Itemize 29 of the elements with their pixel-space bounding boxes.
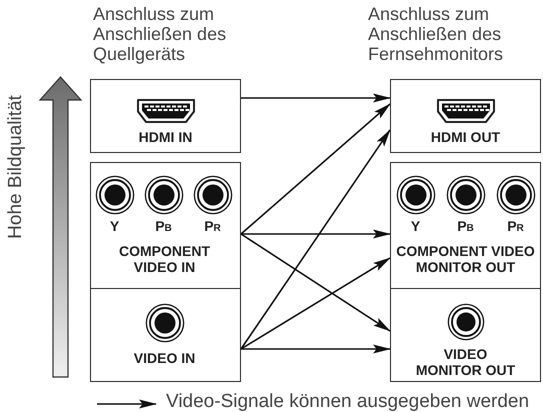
arrow — [241, 344, 391, 354]
connector-label: COMPONENT VIDEO IN — [118, 242, 211, 274]
column-heading: Anschluss zum Anschließen des Fernsehmonitors — [368, 4, 504, 64]
connector-label: VIDEO IN — [132, 350, 196, 366]
arrow — [240, 233, 391, 332]
connector-panel — [90, 162, 241, 289]
port-label: Y — [410, 218, 422, 234]
arrow — [240, 257, 391, 350]
connector-label: VIDEO MONITOR OUT — [414, 346, 516, 378]
arrow — [241, 94, 391, 102]
port-label: P$_{B}$ — [456, 218, 475, 236]
connector-panel — [390, 288, 541, 382]
connector-panel — [390, 79, 541, 153]
connector-panel — [90, 79, 241, 153]
port-label: Y — [108, 218, 120, 234]
arrow — [240, 129, 391, 350]
port-label: P$_{B}$ — [154, 218, 173, 236]
column-heading: Anschluss zum Anschließen des Quellgeräts — [93, 4, 228, 64]
axis-label: Hohe Bildqualität — [6, 95, 26, 239]
connector-label: HDMI IN — [138, 128, 194, 144]
arrow — [241, 230, 391, 238]
port-label: P$_{R}$ — [203, 218, 222, 236]
port-label: P$_{R}$ — [506, 218, 525, 236]
connector-label: COMPONENT VIDEO MONITOR OUT — [395, 242, 536, 274]
legend-text: Video-Signale können ausgegeben werden — [166, 392, 530, 411]
arrow — [240, 103, 391, 235]
connector-panel — [90, 288, 241, 382]
connector-label: HDMI OUT — [430, 128, 502, 144]
connector-panel — [390, 162, 541, 289]
